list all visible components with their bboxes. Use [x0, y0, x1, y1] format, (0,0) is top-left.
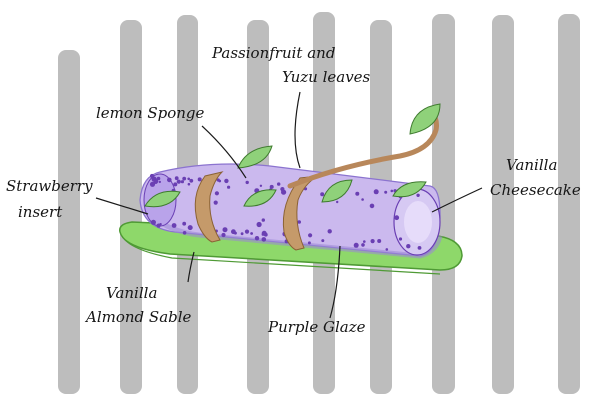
- glaze-dot: [150, 182, 155, 187]
- glaze-dot: [215, 191, 219, 195]
- glaze-dot: [159, 181, 161, 183]
- label-strawberry-line1: Strawberry: [6, 177, 93, 195]
- glaze-dot: [182, 222, 186, 226]
- glaze-dot: [363, 240, 366, 243]
- glaze-dot: [175, 176, 179, 180]
- glaze-dot: [416, 194, 419, 197]
- label-vanilla-sable-line2: Almond Sable: [86, 308, 191, 326]
- glaze-dot: [391, 190, 394, 193]
- glaze-dot: [255, 236, 259, 240]
- label-purple-glaze: Purple Glaze: [268, 318, 365, 336]
- label-vanilla-cheesecake-line1: Vanilla: [506, 156, 557, 174]
- glaze-dot: [172, 223, 177, 228]
- label-passionfruit-line1: Passionfruit and: [212, 44, 335, 62]
- glaze-dot: [308, 241, 311, 244]
- glaze-dot: [224, 179, 228, 183]
- glaze-dot: [189, 179, 193, 183]
- glaze-dot: [361, 243, 365, 247]
- glaze-dot: [227, 186, 230, 189]
- glaze-dot: [361, 198, 364, 201]
- glaze-dot: [218, 180, 221, 183]
- line-passionfruit: [295, 92, 300, 168]
- glaze-dot: [221, 233, 225, 237]
- glaze-dot: [188, 183, 191, 186]
- glaze-dot: [245, 230, 249, 234]
- label-strawberry-line2: insert: [18, 203, 62, 221]
- glaze-dot: [250, 232, 253, 235]
- label-lemon-sponge: lemon Sponge: [96, 104, 204, 122]
- glaze-dot: [297, 220, 301, 224]
- glaze-dot: [374, 189, 379, 194]
- cheesecake-core: [404, 201, 432, 243]
- glaze-dot: [246, 181, 249, 184]
- glaze-dot: [181, 180, 184, 183]
- glaze-dot: [231, 229, 236, 234]
- glaze-dot: [280, 187, 284, 191]
- glaze-dot: [321, 239, 324, 242]
- label-vanilla-cheesecake-line2: Cheesecake: [490, 181, 581, 199]
- glaze-dot: [406, 244, 410, 248]
- glaze-dot: [177, 180, 181, 184]
- glaze-dot: [355, 192, 359, 196]
- glaze-dot: [370, 204, 375, 209]
- glaze-dot: [328, 229, 332, 233]
- glaze-dot: [167, 178, 172, 183]
- label-passionfruit-line2: Yuzu leaves: [282, 68, 370, 86]
- glaze-dot: [336, 201, 338, 203]
- glaze-dot: [260, 185, 262, 187]
- glaze-dot: [173, 182, 177, 186]
- glaze-dot: [241, 232, 244, 235]
- glaze-dot: [182, 177, 186, 181]
- glaze-dot: [198, 177, 202, 181]
- glaze-dot: [262, 231, 267, 236]
- glaze-dot: [386, 248, 389, 251]
- glaze-dot: [223, 227, 228, 232]
- glaze-dot: [187, 178, 190, 181]
- glaze-dot: [384, 191, 387, 194]
- glaze-dot: [262, 218, 265, 221]
- glaze-dot: [394, 215, 399, 220]
- glaze-dot: [371, 239, 375, 243]
- glaze-dot: [418, 246, 422, 250]
- glaze-dot: [257, 222, 262, 227]
- glaze-dot: [151, 220, 156, 225]
- label-vanilla-sable-line1: Vanilla: [106, 284, 157, 302]
- glaze-dot: [377, 239, 381, 243]
- glaze-dot: [320, 192, 324, 196]
- glaze-dot: [399, 237, 402, 240]
- glaze-dot: [262, 237, 267, 242]
- glaze-dot: [183, 231, 187, 235]
- glaze-dot: [277, 182, 280, 185]
- glaze-dot: [308, 233, 312, 237]
- glaze-dot: [214, 201, 218, 205]
- glaze-dot: [159, 223, 161, 225]
- glaze-dot: [188, 225, 193, 230]
- glaze-dot: [354, 243, 359, 248]
